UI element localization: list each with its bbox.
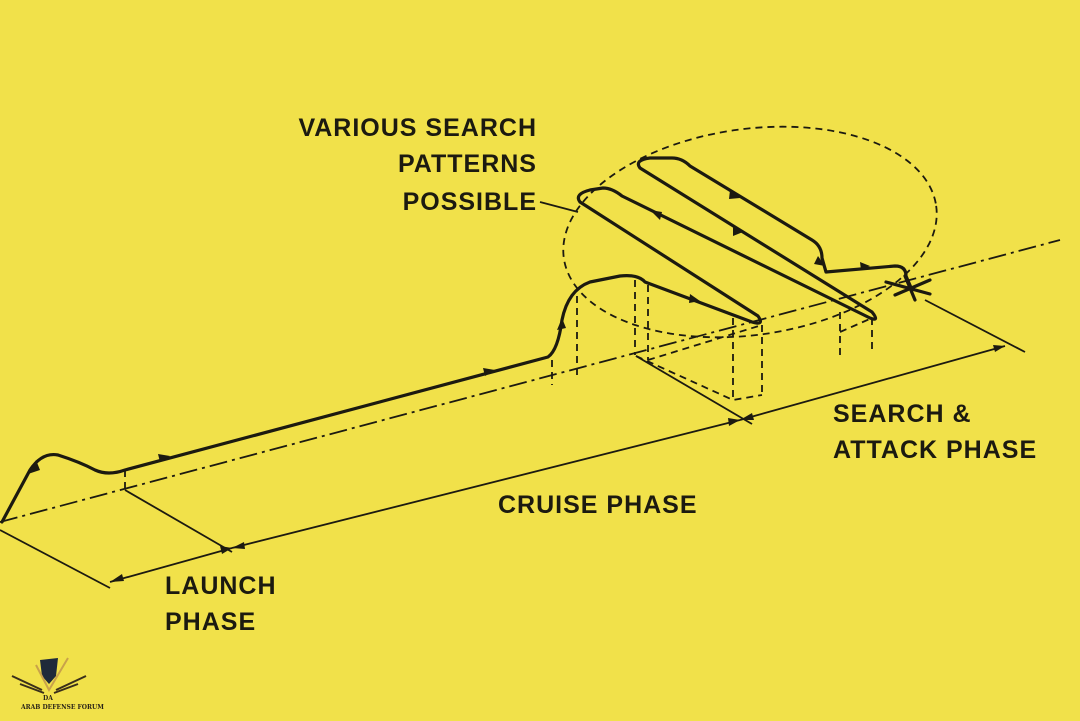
label-attack-phase: ATTACK PHASE bbox=[833, 436, 1037, 464]
watermark-logo: DA ARAB DEFENSE FORUM bbox=[11, 657, 104, 711]
dimension-lines bbox=[0, 299, 1026, 589]
flight-path bbox=[0, 156, 914, 524]
label-launch-phase: PHASE bbox=[165, 608, 256, 636]
label-launch: LAUNCH bbox=[165, 572, 277, 600]
watermark-text: ARAB DEFENSE FORUM bbox=[20, 704, 104, 711]
label-cruise-phase: CRUISE PHASE bbox=[498, 491, 698, 519]
projection-lines bbox=[124, 280, 873, 490]
target-marker bbox=[884, 274, 932, 302]
label-patterns: PATTERNS bbox=[398, 150, 537, 178]
watermark-mark: DA bbox=[43, 695, 53, 702]
leader-line bbox=[539, 201, 579, 213]
direction-arrows bbox=[28, 190, 870, 474]
ground-track-line bbox=[0, 239, 1061, 523]
label-possible: POSSIBLE bbox=[403, 188, 537, 216]
label-search: SEARCH & bbox=[833, 400, 972, 428]
search-area-ellipse bbox=[562, 125, 938, 339]
label-various-search: VARIOUS SEARCH bbox=[298, 114, 537, 142]
